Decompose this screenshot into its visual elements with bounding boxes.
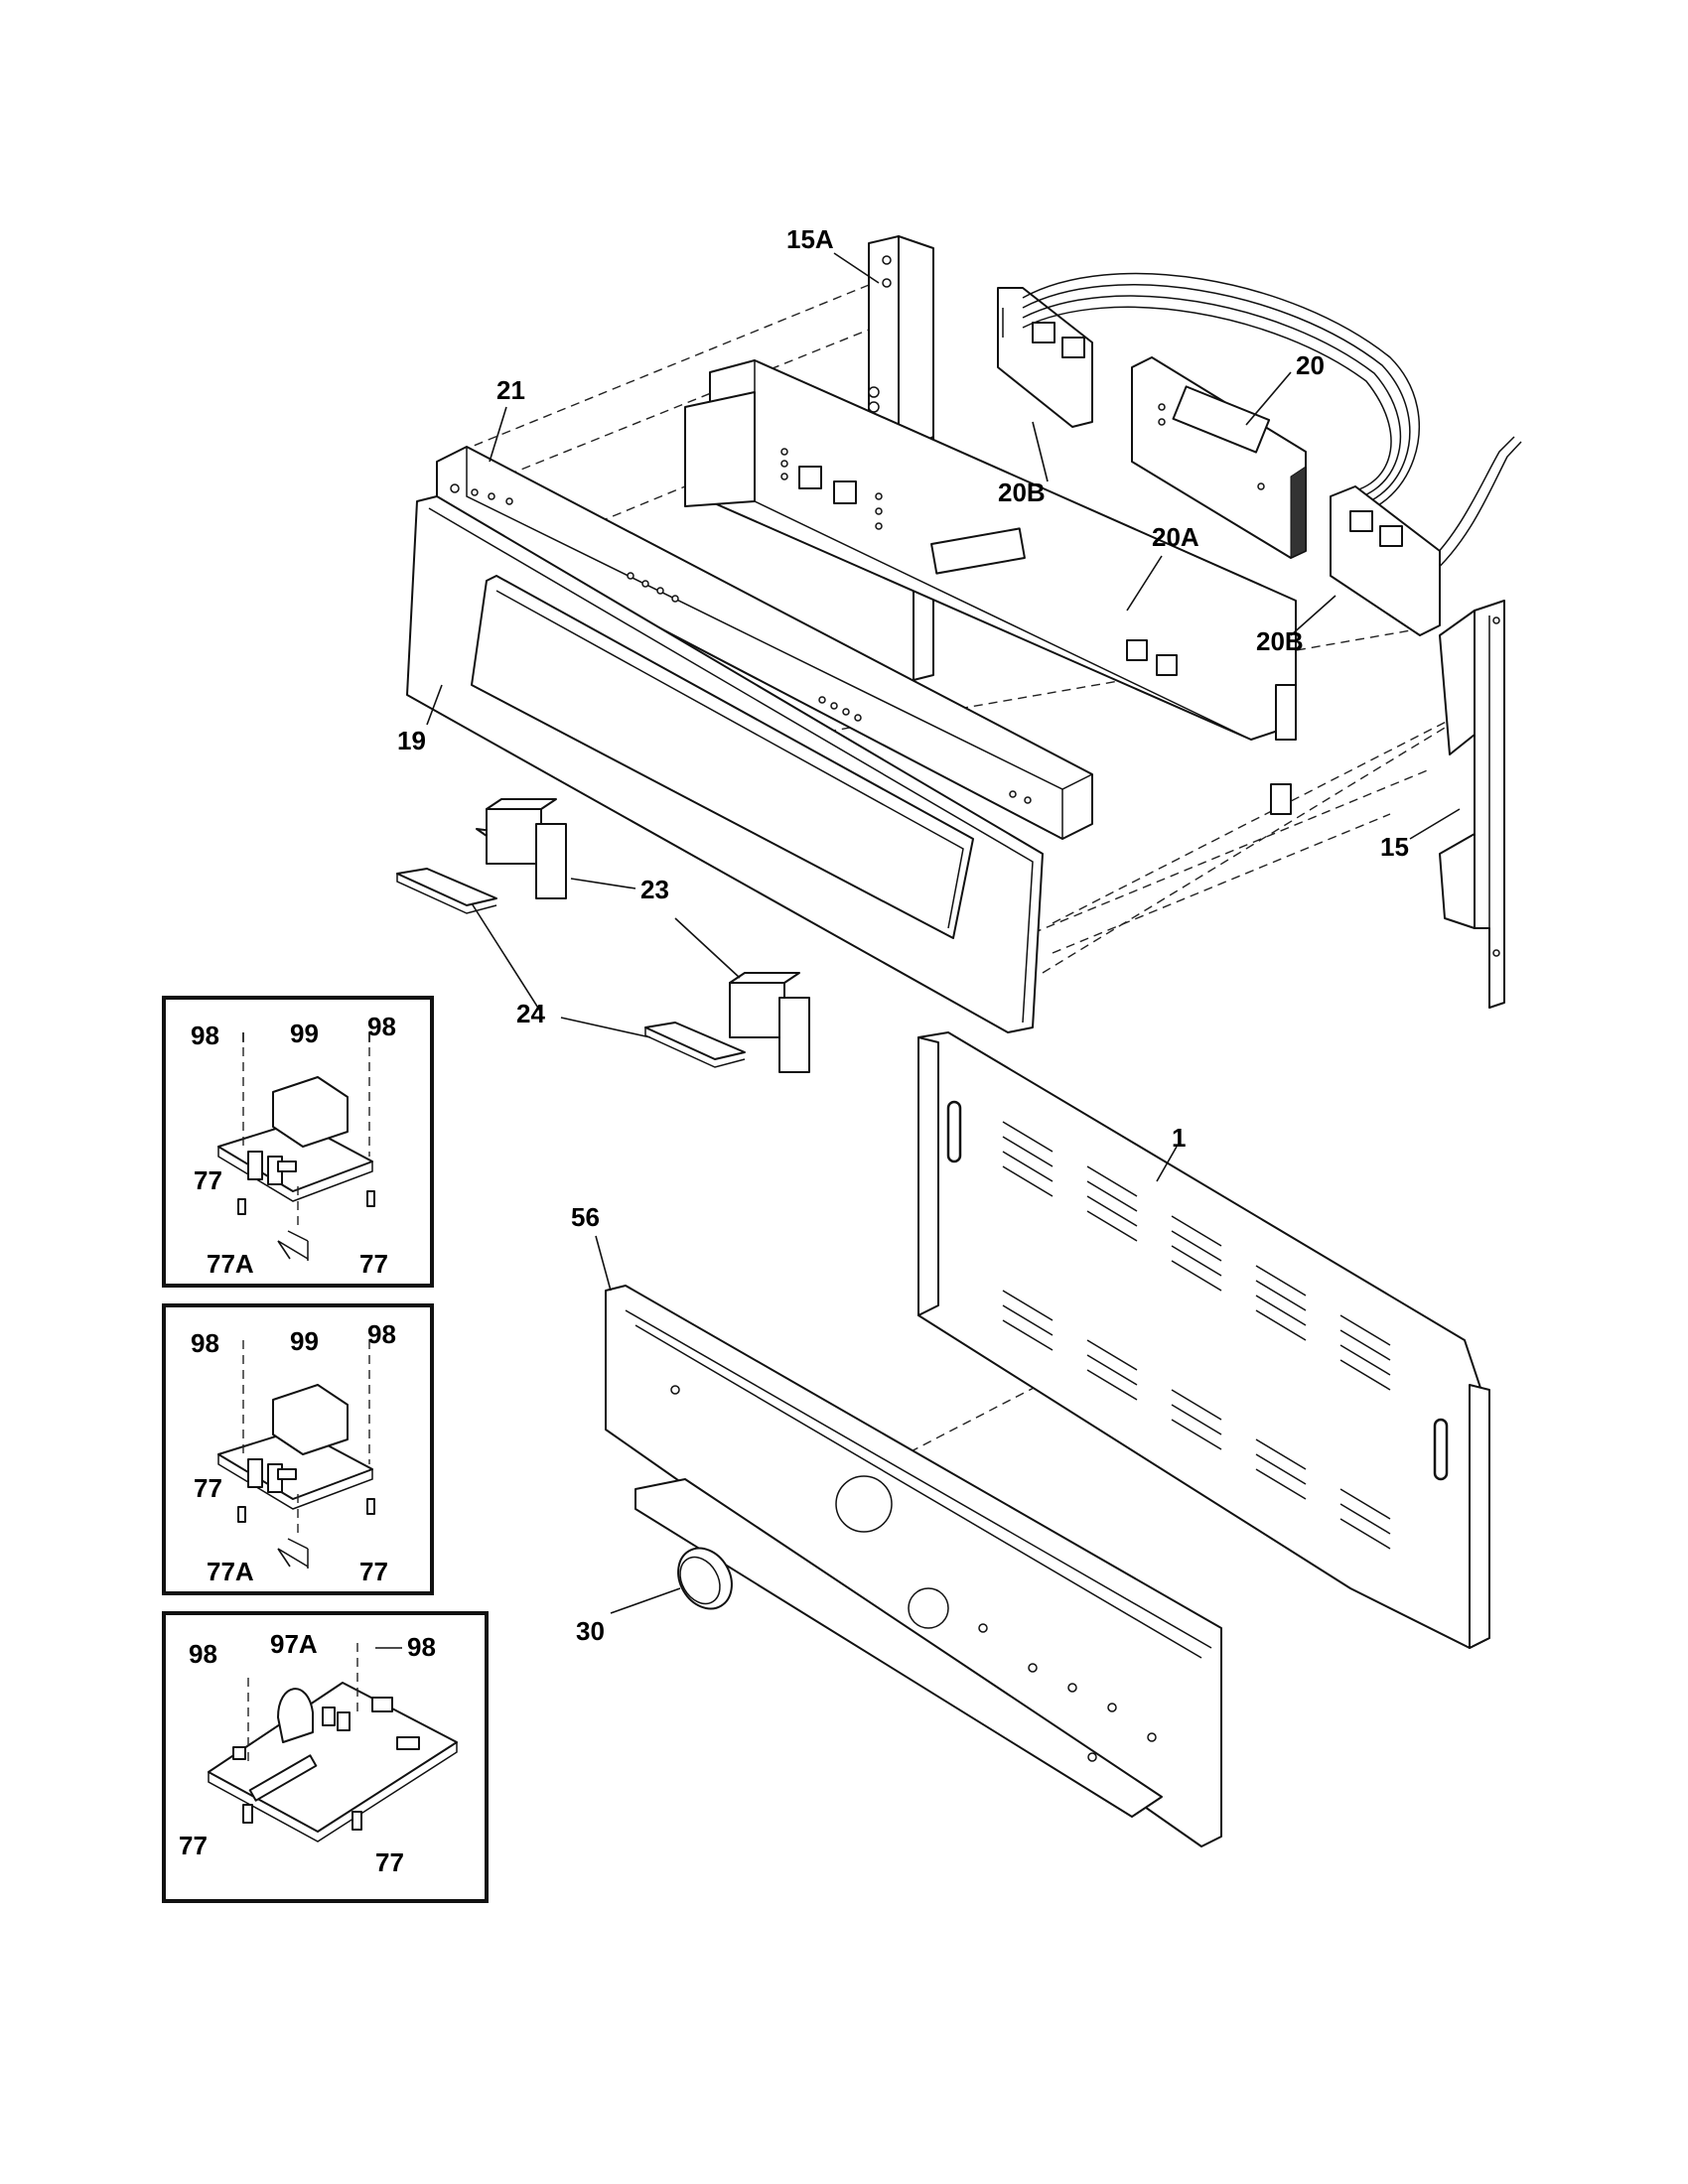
inset3-callout-97a: 97A — [270, 1629, 318, 1659]
inset1-callout-77a: 77A — [207, 1249, 254, 1279]
inset3-callout-98-right: 98 — [407, 1632, 436, 1662]
callout-30: 30 — [576, 1616, 605, 1646]
inset2-callout-99: 99 — [290, 1326, 319, 1356]
inset3-callout-98-left: 98 — [189, 1639, 217, 1669]
ribbon-cable — [1022, 272, 1522, 577]
inset1-callout-98-right: 98 — [367, 1012, 396, 1041]
inset-box-2: 98 99 98 77 77A 77 — [162, 1303, 434, 1595]
inset3-callout-77-right: 77 — [375, 1847, 404, 1877]
transformer-board-1 — [217, 1076, 373, 1202]
callout-20b-right: 20B — [1256, 626, 1304, 656]
inset-box-1: 98 99 98 77 77A 77 — [162, 996, 434, 1288]
callout-23: 23 — [640, 875, 669, 904]
transformer-board-2 — [217, 1384, 373, 1510]
insert-24-left — [396, 868, 497, 914]
vent-slots — [1002, 1121, 1391, 1550]
callout-15a: 15A — [786, 224, 834, 254]
inset2-callout-98-left: 98 — [191, 1328, 219, 1358]
callout-56: 56 — [571, 1202, 600, 1232]
callout-24: 24 — [516, 999, 545, 1028]
callout-21: 21 — [496, 375, 525, 405]
back-panel-56 — [605, 1285, 1222, 1847]
board-20b-right — [1330, 485, 1441, 636]
callout-1: 1 — [1172, 1123, 1186, 1153]
inset3-callout-77-left: 77 — [179, 1831, 208, 1860]
bracket-15 — [1439, 600, 1505, 1009]
leader-lines — [426, 252, 1461, 1614]
control-board-97a — [208, 1682, 458, 1843]
callout-20b-top: 20B — [998, 478, 1046, 507]
insert-24-right — [644, 1022, 746, 1068]
back-panel-1 — [917, 1031, 1490, 1649]
inset1-callout-98-left: 98 — [191, 1021, 219, 1050]
inset1-callout-77-right: 77 — [359, 1249, 388, 1279]
display-module-20 — [1131, 356, 1307, 559]
inset2-callout-77a: 77A — [207, 1557, 254, 1586]
inset1-callout-77-left: 77 — [194, 1165, 222, 1195]
board-20b-top — [997, 287, 1093, 428]
control-housing-20a — [684, 359, 1297, 815]
control-panel-19 — [406, 495, 1044, 1033]
inset2-callout-77-left: 77 — [194, 1473, 222, 1503]
callout-19: 19 — [397, 726, 426, 755]
callout-15: 15 — [1380, 832, 1409, 862]
hinge-23-right — [729, 972, 810, 1073]
inset-box-3: 98 97A 98 77 77 — [162, 1611, 489, 1903]
callout-labels: 15A 20 21 20B 20A 20B 19 15 23 24 1 56 3… — [397, 224, 1409, 1646]
inset2-callout-98-right: 98 — [367, 1319, 396, 1349]
hinge-23-left — [476, 798, 567, 899]
callout-20a: 20A — [1152, 522, 1199, 552]
inset2-callout-77-right: 77 — [359, 1557, 388, 1586]
plug-30 — [677, 1547, 733, 1610]
callout-20: 20 — [1296, 350, 1325, 380]
inset1-callout-99: 99 — [290, 1019, 319, 1048]
